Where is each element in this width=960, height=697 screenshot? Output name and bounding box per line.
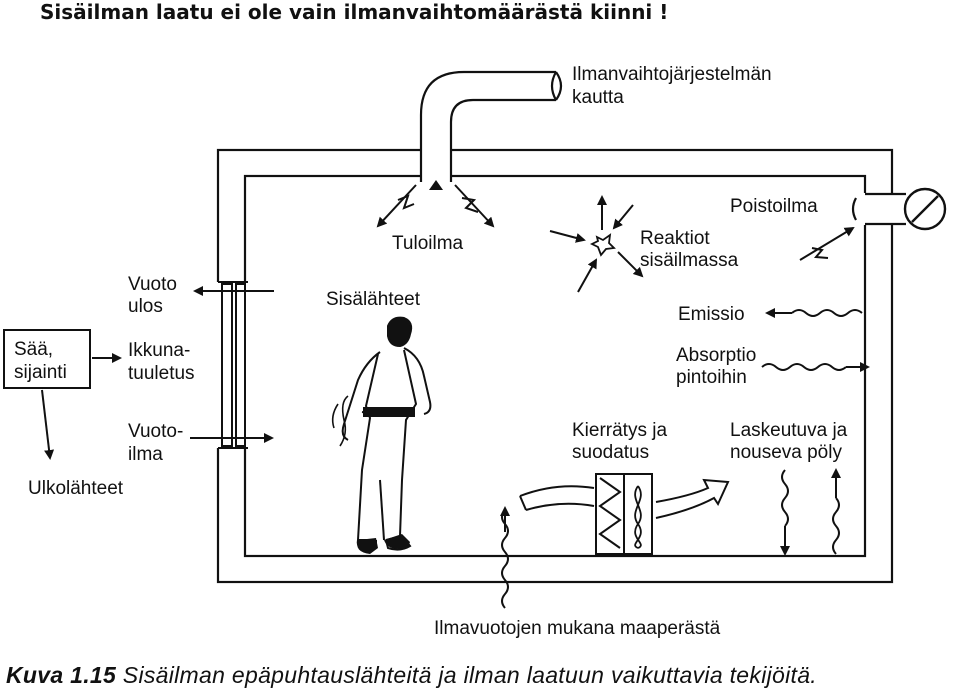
- weather-box: [3, 329, 91, 389]
- exhaust-air-arrow: [799, 226, 855, 261]
- label-leak-in-1: Vuoto-: [128, 421, 183, 442]
- label-leak-out-1: Vuoto: [128, 274, 177, 295]
- label-absorption-1: Absorptio: [676, 345, 756, 366]
- caption-text: Sisäilman epäpuhtauslähteitä ja ilman la…: [116, 662, 817, 688]
- figure-caption: Kuva 1.15 Sisäilman epäpuhtauslähteitä j…: [6, 662, 817, 689]
- label-recirc-2: suodatus: [572, 442, 649, 463]
- absorption-arrow: [761, 362, 870, 372]
- label-dust-1: Laskeutuva ja: [730, 420, 848, 441]
- caption-prefix: Kuva 1.15: [6, 662, 117, 688]
- supply-air-arrows: [376, 184, 495, 228]
- person-icon: [331, 316, 432, 554]
- shoe-right: [384, 534, 410, 549]
- label-outdoor-sources: Ulkolähteet: [28, 478, 124, 499]
- label-reactions-1: Reaktiot: [640, 228, 710, 249]
- soil-leak-arrow: [500, 506, 510, 609]
- exhaust-duct: [851, 192, 906, 226]
- recirculation-flow-arrows: [519, 478, 730, 519]
- label-recirc-1: Kierrätys ja: [572, 420, 667, 441]
- emission-arrow: [765, 308, 863, 318]
- outdoor-sources-arrow: [41, 389, 55, 460]
- label-window-vent-1: Ikkuna-: [128, 340, 190, 361]
- label-weather-1: Sää,: [14, 339, 53, 360]
- reactions-arrows: [549, 195, 644, 293]
- label-soil-leak: Ilmavuotojen mukana maaperästä: [434, 618, 721, 639]
- label-leak-in-2: ilma: [128, 444, 163, 465]
- supply-duct: [419, 70, 563, 182]
- label-reactions-2: sisäilmassa: [640, 250, 739, 271]
- label-dust-2: nouseva pöly: [730, 442, 842, 463]
- label-leak-out-2: ulos: [128, 296, 163, 317]
- dust-arrows: [780, 468, 841, 556]
- label-absorption-2: pintoihin: [676, 367, 747, 388]
- label-weather-2: sijainti: [14, 362, 67, 383]
- label-emission: Emissio: [678, 304, 745, 325]
- label-ventilation-2: kautta: [572, 87, 624, 108]
- shoe-left: [357, 538, 378, 554]
- diffuser-icon: [429, 180, 443, 190]
- slide-title: Sisäilman laatu ei ole vain ilmanvaihtom…: [40, 0, 669, 24]
- label-ventilation-1: Ilmanvaihtojärjestelmän: [572, 64, 772, 85]
- recirculation-unit: [595, 473, 653, 555]
- label-window-vent-2: tuuletus: [128, 363, 195, 384]
- label-exhaust-air: Poistoilma: [730, 196, 818, 217]
- exhaust-fan-icon: [903, 187, 947, 231]
- window: [218, 281, 248, 449]
- label-supply-air: Tuloilma: [392, 233, 464, 254]
- label-indoor-sources: Sisälähteet: [326, 289, 421, 310]
